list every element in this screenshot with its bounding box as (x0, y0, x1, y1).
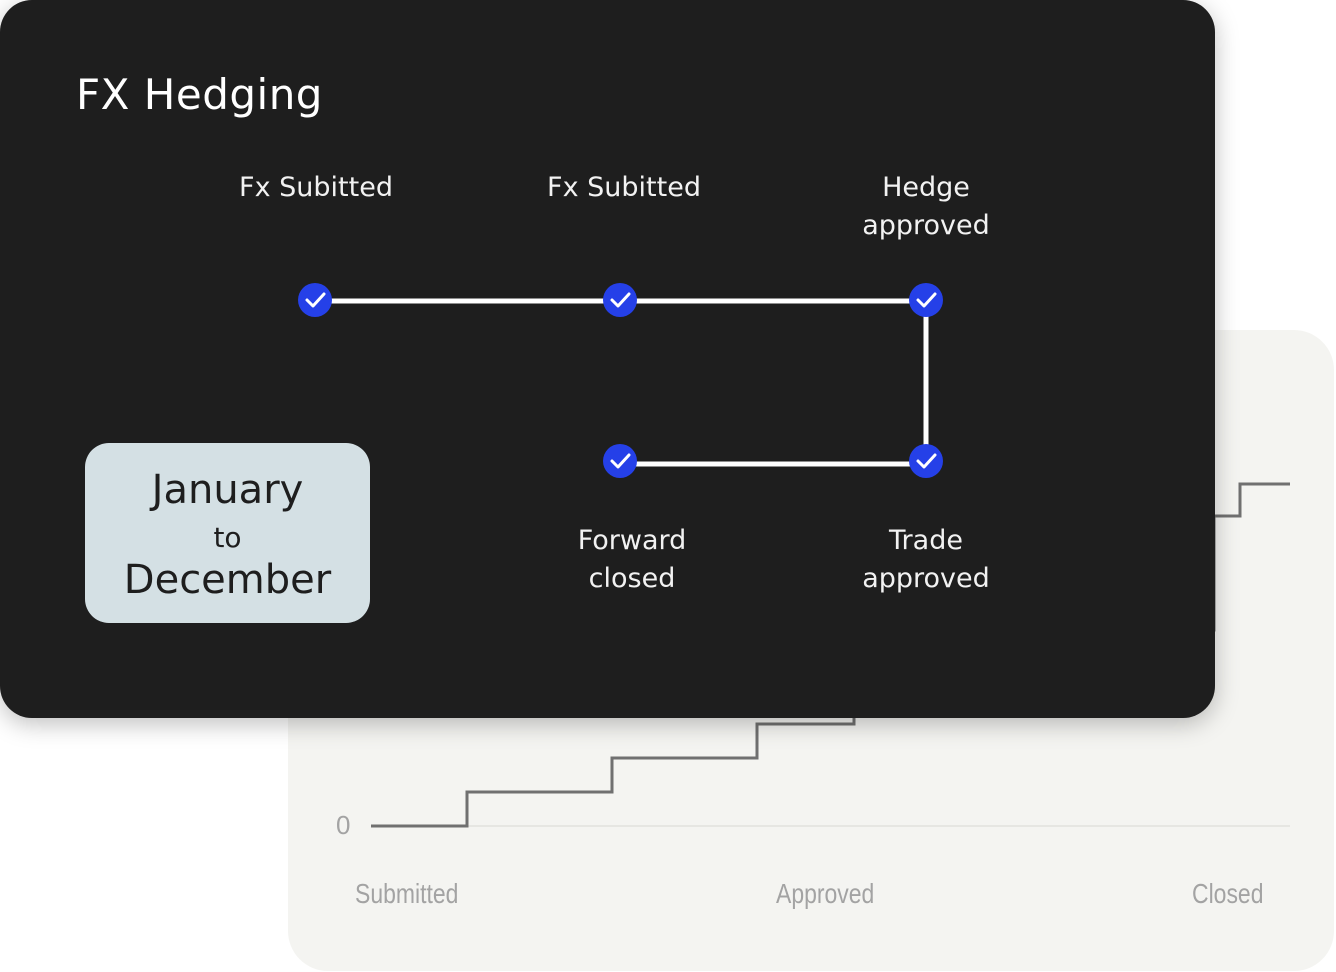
step-chart-line (371, 482, 1290, 828)
check-icon (610, 292, 631, 308)
period-separator: to (213, 521, 242, 554)
period-end: December (123, 557, 332, 603)
step-label-1: Fx Subitted (239, 172, 393, 203)
card-title: FX Hedging (76, 70, 323, 119)
x-label-closed: Closed (1192, 878, 1264, 909)
y-tick-zero: 0 (336, 810, 351, 840)
check-icon (610, 453, 631, 469)
workflow-diagram (298, 283, 943, 478)
step-node-4 (909, 444, 943, 478)
step-chart (371, 482, 1290, 828)
step-node-1 (298, 283, 332, 317)
period-badge: January to December (85, 443, 370, 623)
step-node-3 (909, 283, 943, 317)
check-icon (916, 292, 937, 308)
step-label-3: Hedge approved (862, 172, 990, 241)
period-start: January (151, 467, 304, 513)
x-label-approved: Approved (776, 878, 875, 909)
step-label-4: Trade approved (862, 525, 990, 594)
step-label-5: Forward closed (577, 525, 687, 594)
fx-hedging-card: FX Hedging Fx Subitted Fx Subitted Hedge… (0, 0, 1215, 718)
step-label-2: Fx Subitted (547, 172, 701, 203)
x-label-submitted: Submitted (355, 878, 459, 909)
step-node-2 (603, 283, 637, 317)
check-icon (305, 292, 326, 308)
step-node-5 (603, 444, 637, 478)
check-icon (916, 453, 937, 469)
